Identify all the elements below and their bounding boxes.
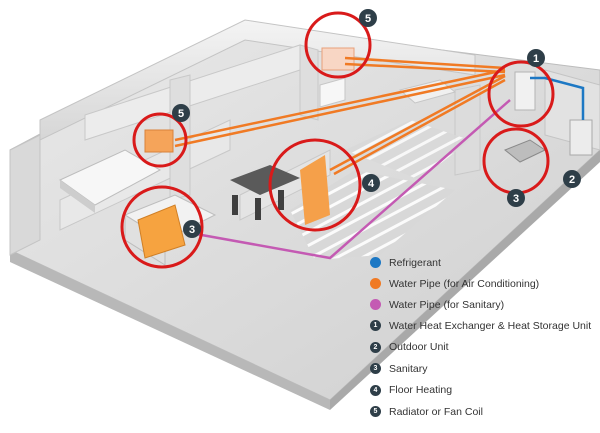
legend-label: Water Pipe (for Air Conditioning) (389, 277, 540, 290)
legend-item-water-pipe-sanitary: Water Pipe (for Sanitary) (370, 294, 598, 315)
dining-chair-3 (278, 190, 284, 210)
dining-chair-2 (255, 198, 261, 220)
ring-3-kitchen (120, 185, 204, 269)
legend-label: Outdoor Unit (389, 341, 449, 354)
water-pipe-sanitary (184, 99, 511, 260)
callout-2: 2 (563, 170, 581, 188)
legend-item-water-pipe-ac: Water Pipe (for Air Conditioning) (370, 273, 598, 294)
callout-5-left-number: 5 (178, 108, 184, 120)
legend-label: Radiator or Fan Coil (389, 405, 483, 418)
legend-label: Water Heat Exchanger & Heat Storage Unit (389, 319, 592, 332)
water-pipe-sanitary-dot-icon (370, 299, 381, 310)
legend: Refrigerant Water Pipe (for Air Conditio… (370, 252, 598, 423)
number-badge-icon: 2 (370, 341, 381, 353)
number-badge-icon: 4 (370, 384, 381, 396)
wall-left (9, 134, 41, 256)
dining-chair-1 (232, 195, 238, 215)
heat-storage-unit (514, 71, 536, 111)
number-badge-icon: 1 (370, 320, 381, 332)
dining-table (230, 165, 300, 195)
slab-edge-right (330, 150, 600, 410)
water-pipes-ac (174, 56, 506, 176)
floor-heating-area (290, 170, 455, 260)
ring-5-top (304, 11, 372, 79)
legend-item-5: 5 Radiator or Fan Coil (370, 401, 598, 423)
radiator-left (144, 129, 174, 153)
callout-3-outdoor: 3 (507, 189, 525, 207)
legend-item-1: 1 Water Heat Exchanger & Heat Storage Un… (370, 315, 598, 337)
legend-item-4: 4 Floor Heating (370, 380, 598, 402)
ring-4 (268, 138, 362, 232)
number-badge-icon (527, 49, 545, 67)
ring-1 (487, 60, 555, 128)
callout-4: 4 (362, 174, 380, 192)
number-badge-icon: 5 (370, 406, 381, 418)
callout-4-number: 4 (368, 178, 375, 190)
legend-item-refrigerant: Refrigerant (370, 252, 598, 273)
callout-3-outdoor-number: 3 (513, 193, 519, 205)
callout-1: 1 (527, 49, 545, 67)
legend-item-2: 2 Outdoor Unit (370, 337, 598, 359)
ring-5-left (132, 112, 188, 168)
legend-label: Sanitary (389, 362, 428, 375)
floor-heating-panel (300, 155, 330, 225)
callout-1-number: 1 (533, 53, 539, 65)
callout-5-top-number: 5 (365, 13, 371, 25)
number-badge-icon (172, 104, 190, 122)
callout-3-kitchen-number: 3 (189, 224, 195, 236)
slab-edge-front (10, 250, 330, 410)
outdoor-unit (569, 119, 593, 156)
refrigerant-dot-icon (370, 257, 381, 268)
water-pipe-ac-dot-icon (370, 278, 381, 289)
legend-label: Water Pipe (for Sanitary) (389, 298, 505, 311)
number-badge-icon (362, 174, 380, 192)
callout-5-left: 5 (172, 104, 190, 122)
number-badge-icon (183, 220, 201, 238)
number-badge-icon: 3 (370, 363, 381, 375)
number-badge-icon (359, 9, 377, 27)
number-badge-icon (507, 189, 525, 207)
refrigerant-pipe (530, 76, 585, 120)
number-badge-icon (563, 170, 581, 188)
legend-label: Refrigerant (389, 256, 441, 269)
legend-item-3: 3 Sanitary (370, 358, 598, 380)
callout-3-kitchen: 3 (183, 220, 201, 238)
floor-heating-area-2 (345, 120, 470, 180)
legend-label: Floor Heating (389, 384, 453, 397)
kitchen-fixture (137, 204, 186, 259)
shelf-unit (319, 77, 346, 108)
bed-base (60, 180, 95, 213)
callout-2-number: 2 (569, 174, 575, 186)
callout-5-top: 5 (359, 9, 377, 27)
